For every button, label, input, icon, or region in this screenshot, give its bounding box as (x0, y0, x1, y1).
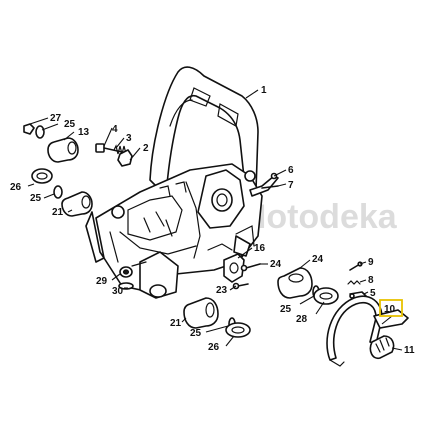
callout-30: 30 (112, 286, 124, 297)
part-28-buffer-cap-right (313, 287, 339, 305)
callout-27: 27 (50, 113, 62, 124)
callout-5: 5 (370, 288, 376, 299)
callout-24: 24 (270, 259, 282, 270)
part-2-nut (117, 149, 133, 167)
callout-28: 28 (296, 314, 308, 325)
leader-lines (27, 89, 403, 351)
engine-housing (85, 163, 263, 299)
callout-26-bottom: 26 (208, 342, 220, 353)
part-24-screw (240, 263, 261, 272)
callout-2: 2 (143, 143, 149, 154)
part-25-washer-top (35, 125, 45, 139)
callout-labels: 1 2 3 4 5 6 7 8 9 10 11 13 16 21 21 23 2… (10, 85, 415, 356)
part-3-spring (113, 144, 127, 155)
callout-11: 11 (404, 345, 415, 356)
part-6-lever (249, 172, 279, 197)
part-21-rubber-buffer-left (61, 191, 93, 217)
callout-10: 10 (384, 304, 396, 315)
callout-16: 16 (254, 243, 266, 254)
callout-6: 6 (288, 165, 294, 176)
callout-29: 29 (96, 276, 108, 287)
callout-1: 1 (261, 85, 267, 96)
callout-10-highlight-box (379, 299, 403, 317)
callout-7: 7 (288, 180, 294, 191)
part-10-brake-band (326, 295, 409, 367)
part-27-screw (23, 123, 35, 135)
callout-8: 8 (368, 275, 374, 286)
part-13-rubber-buffer (47, 137, 79, 163)
callout-23: 23 (216, 285, 228, 296)
callout-25-right: 25 (280, 304, 292, 315)
part-21-rubber-buffer-bottom (183, 297, 219, 329)
callout-3: 3 (126, 133, 132, 144)
part-9-pin (349, 261, 363, 271)
part-29-spacer (119, 266, 133, 278)
part-24-rubber-buffer-right (277, 267, 313, 299)
part-8-spring (347, 280, 361, 285)
part-16-mount-bracket (223, 253, 245, 283)
part-26-buffer-cap (31, 168, 53, 184)
callout-21-left: 21 (52, 207, 64, 218)
part-25-washer-mid (53, 185, 63, 199)
callout-4: 4 (112, 124, 118, 135)
part-7-pin (261, 185, 279, 189)
part-11-spring (369, 335, 395, 360)
callout-26-left: 26 (10, 182, 22, 193)
callout-9: 9 (368, 257, 374, 268)
callout-25-bottom: 25 (190, 328, 202, 339)
callout-13: 13 (78, 127, 90, 138)
watermark-text: Motodeka (238, 198, 398, 236)
part-30-bushing (118, 282, 134, 290)
callout-24-right: 24 (312, 254, 324, 265)
callout-25-mid: 25 (30, 193, 42, 204)
callout-25-top: 25 (64, 119, 76, 130)
part-26-buffer-cap-bottom (225, 322, 251, 338)
part-5-clip (349, 291, 367, 299)
callout-21-bottom: 21 (170, 318, 182, 329)
